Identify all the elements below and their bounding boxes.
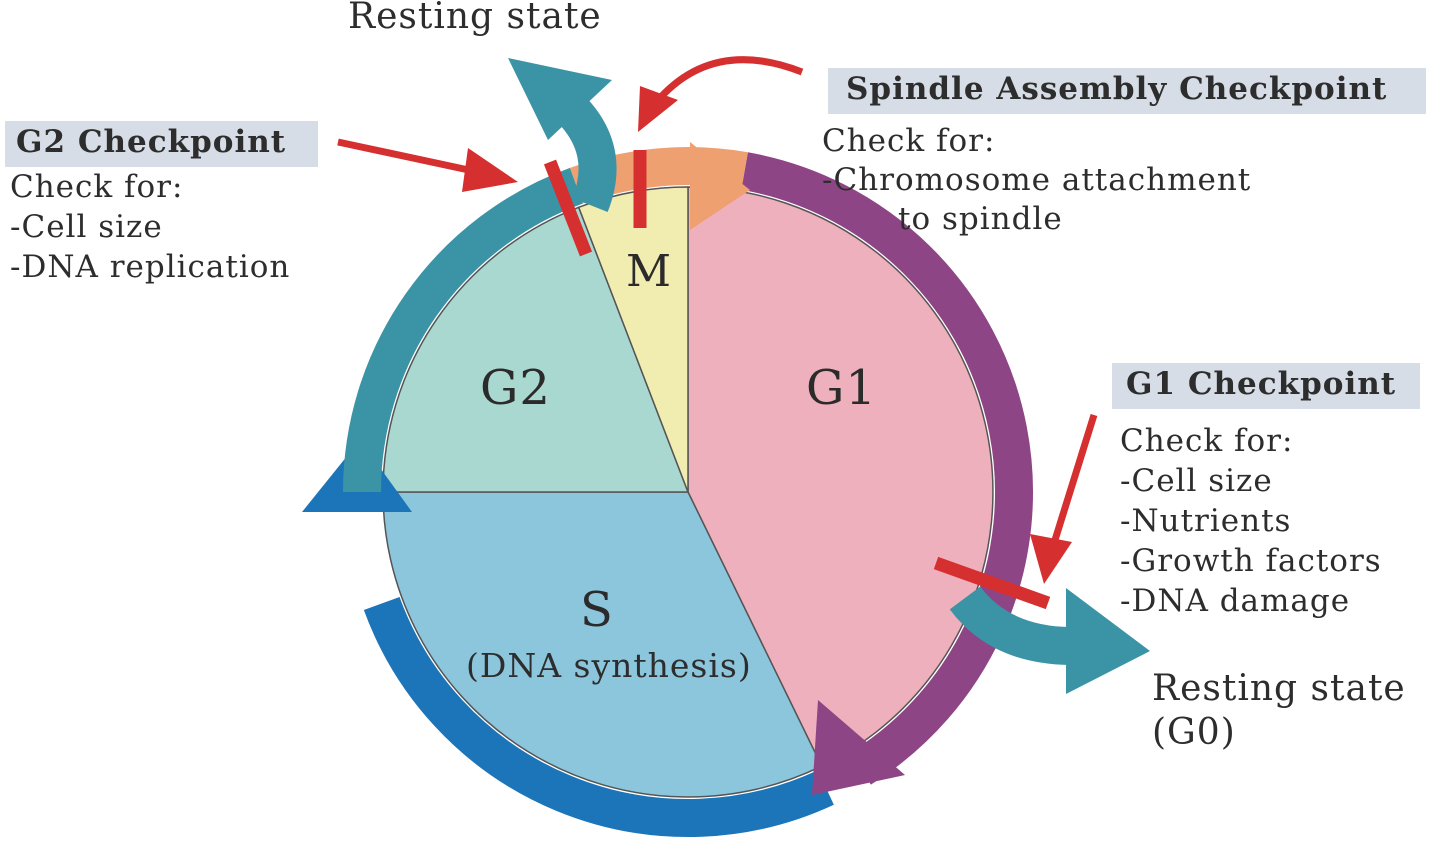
resting-exit-arrow-g0 [949,586,1071,665]
g2-checkpoint-item: -Cell size [10,209,163,245]
g1-phase-arrow-band [741,152,1033,785]
s-sector [382,491,823,798]
m-phase-label: M [626,246,673,297]
g1-sector [687,186,994,768]
resting-exit-arrowhead-g0 [1066,588,1150,694]
s-phase-label: S [580,582,614,638]
g1-checkpoint-item: -DNA damage [1120,583,1351,619]
g1-phase-label: G1 [806,360,877,416]
m-sector [577,186,689,493]
g1-phase-arrowhead [812,700,905,795]
g1-checkpoint-title: G1 Checkpoint [1126,366,1397,402]
resting-state-g0-label: Resting state [1152,668,1406,709]
resting-exit-arrow-top [556,94,617,213]
g2-checkpoint-check-for: Check for: [10,169,184,205]
g2-checkpoint-bar [543,159,593,257]
g2-checkpoint-title: G2 Checkpoint [16,124,287,160]
g2-checkpoint-pointer-head [462,148,518,192]
s-phase-sublabel: (DNA synthesis) [466,646,752,685]
g1-checkpoint-item: -Growth factors [1120,543,1382,579]
spindle-checkpoint-check-for: Check for: [822,123,996,159]
g1-checkpoint-pointer [1051,413,1098,542]
g1-checkpoint-bar [933,556,1051,610]
spindle-checkpoint-title-box [828,68,1426,114]
g1-checkpoint-check-for: Check for: [1120,423,1294,459]
g2-checkpoint-pointer [337,138,479,176]
spindle-checkpoint-title: Spindle Assembly Checkpoint [846,71,1388,107]
resting-state-g0-sublabel: (G0) [1152,712,1236,753]
g1-checkpoint-item: -Nutrients [1120,503,1292,539]
resting-exit-arrowhead-top [508,58,612,140]
resting-state-top-label: Resting state [348,0,602,37]
g2-checkpoint-item: -DNA replication [10,249,291,285]
spindle-checkpoint-pointer-head [638,86,678,132]
spindle-checkpoint-pointer [657,56,804,101]
s-phase-arrow-band [363,596,834,837]
spindle-checkpoint-item: to spindle [898,201,1063,237]
g2-checkpoint-title-box [5,121,318,167]
g1-checkpoint-item: -Cell size [1120,463,1273,499]
g2-sector [382,206,690,493]
g1-checkpoint-pointer-head [1030,534,1072,584]
m-phase-arrowhead [690,142,750,230]
g2-phase-arrow-band [343,167,584,493]
spindle-checkpoint-item: -Chromosome attachment [822,162,1252,198]
g2-phase-label: G2 [480,360,551,416]
g1-checkpoint-title-box [1112,363,1420,409]
